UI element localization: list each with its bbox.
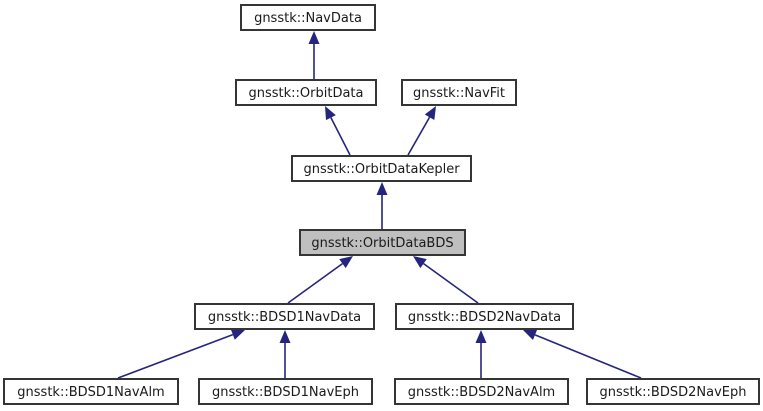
class-node-navdata[interactable]: gnsstk::NavData xyxy=(240,4,376,31)
node-label: gnsstk::OrbitDataKepler xyxy=(303,162,460,177)
inheritance-edge-orbitdatakepler-to-orbitdata xyxy=(325,106,351,156)
node-label: gnsstk::BDSD2NavData xyxy=(408,310,561,325)
arrowhead-icon xyxy=(424,106,436,121)
node-box[interactable] xyxy=(194,303,375,330)
node-box[interactable] xyxy=(299,229,466,256)
node-label: gnsstk::BDSD2NavAlm xyxy=(408,385,555,400)
node-box[interactable] xyxy=(586,378,760,405)
arrowhead-icon xyxy=(308,31,320,44)
class-node-bdsd2naveph[interactable]: gnsstk::BDSD2NavEph xyxy=(586,378,760,405)
inheritance-edge-bdsd1navdata-to-orbitdatabds xyxy=(287,256,353,304)
node-box[interactable] xyxy=(240,4,376,31)
node-box[interactable] xyxy=(401,79,517,106)
edge-line xyxy=(423,262,479,304)
class-node-bdsd1navdata[interactable]: gnsstk::BDSD1NavData xyxy=(194,303,375,330)
arrowhead-icon xyxy=(230,329,245,340)
node-box[interactable] xyxy=(198,378,373,405)
node-box[interactable] xyxy=(3,378,179,405)
edge-line xyxy=(330,117,351,156)
node-label: gnsstk::BDSD1NavData xyxy=(208,310,361,325)
node-label: gnsstk::OrbitDataBDS xyxy=(311,236,453,251)
arrowhead-icon xyxy=(339,256,353,269)
inheritance-edge-bdsd2navdata-to-orbitdatabds xyxy=(413,256,479,304)
class-node-navfit[interactable]: gnsstk::NavFit xyxy=(401,79,517,106)
class-node-bdsd1naveph[interactable]: gnsstk::BDSD1NavEph xyxy=(198,378,373,405)
node-label: gnsstk::BDSD2NavEph xyxy=(600,385,747,400)
inheritance-edge-orbitdatabds-to-orbitdatakepler xyxy=(376,182,388,229)
node-box[interactable] xyxy=(395,303,574,330)
class-node-bdsd2navalm[interactable]: gnsstk::BDSD2NavAlm xyxy=(394,378,569,405)
edge-line xyxy=(287,262,343,304)
node-label: gnsstk::NavData xyxy=(254,11,362,26)
edge-line xyxy=(407,116,431,156)
class-node-orbitdatabds[interactable]: gnsstk::OrbitDataBDS xyxy=(299,229,466,256)
class-node-bdsd1navalm[interactable]: gnsstk::BDSD1NavAlm xyxy=(3,378,179,405)
inheritance-edge-bdsd2navalm-to-bdsd2navdata xyxy=(475,330,487,378)
arrowhead-icon xyxy=(325,106,336,121)
edge-layer xyxy=(117,31,642,379)
edge-line xyxy=(117,333,234,379)
inheritance-edge-orbitdatakepler-to-navfit xyxy=(407,106,436,156)
node-box[interactable] xyxy=(291,155,472,182)
node-label: gnsstk::OrbitData xyxy=(248,86,363,101)
edge-line xyxy=(534,334,642,379)
node-label: gnsstk::BDSD1NavEph xyxy=(212,385,359,400)
class-node-orbitdatakepler[interactable]: gnsstk::OrbitDataKepler xyxy=(291,155,472,182)
arrowhead-icon xyxy=(376,182,388,195)
node-label: gnsstk::NavFit xyxy=(413,86,505,101)
class-node-bdsd2navdata[interactable]: gnsstk::BDSD2NavData xyxy=(395,303,574,330)
arrowhead-icon xyxy=(413,256,427,269)
arrowhead-icon xyxy=(475,330,487,343)
arrowhead-icon xyxy=(279,330,291,343)
node-label: gnsstk::BDSD1NavAlm xyxy=(17,385,164,400)
inheritance-edge-bdsd1navalm-to-bdsd1navdata xyxy=(117,329,245,379)
class-node-orbitdata[interactable]: gnsstk::OrbitData xyxy=(235,79,377,106)
node-box[interactable] xyxy=(235,79,377,106)
node-box[interactable] xyxy=(394,378,569,405)
arrowhead-icon xyxy=(523,329,538,340)
inheritance-edge-orbitdata-to-navdata xyxy=(308,31,320,79)
inheritance-edge-bdsd2naveph-to-bdsd2navdata xyxy=(523,329,642,379)
inheritance-edge-bdsd1naveph-to-bdsd1navdata xyxy=(279,330,291,378)
